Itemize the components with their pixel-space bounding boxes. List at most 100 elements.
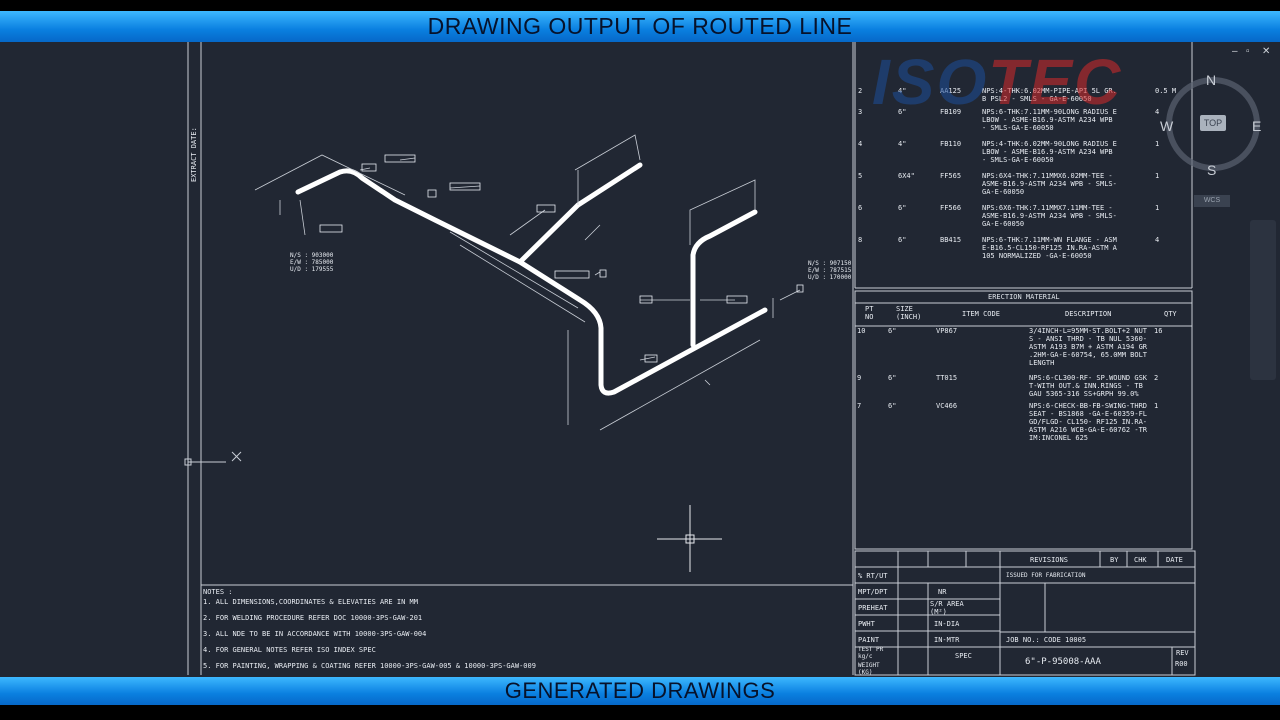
tb-line-no: 6"-P-95008-AAA [1025,657,1101,667]
erection-row-desc: NPS:6-CL300-RF- SP.WOUND GSK T-WITH OUT.… [1029,374,1148,398]
bom-row-desc: NPS:6-THK:7.11MM-90LONG RADIUS E LBOW - … [982,108,1117,132]
bom-row-size: 6" [898,204,907,212]
bom-row-pt: 3 [858,108,863,116]
tb-chk: CHK [1134,556,1147,564]
tb-mpt-dpt: MPT/DPT [858,588,888,596]
bom-row-pt: 4 [858,140,863,148]
bom-row-size: 6X4" [898,172,915,180]
compass-south[interactable]: S [1207,162,1217,178]
bom-row-qty: 1 [1155,140,1160,148]
bom-row-pt: 2 [858,87,863,95]
tb-paint: PAINT [858,636,880,644]
bottom-banner: GENERATED DRAWINGS [0,677,1280,705]
bom-row-qty: 1 [1155,204,1160,212]
tb-revisions: REVISIONS [1030,556,1068,564]
erection-row-desc: 3/4INCH-L=95MM-ST.BOLT+2 NUT S - ANSI TH… [1029,327,1148,367]
bom-row-qty: 4 [1155,236,1160,244]
erection-row-qty: 16 [1154,327,1163,335]
erection-row-code: TT015 [936,374,958,382]
close-icon[interactable]: ✕ [1262,46,1271,57]
erection-row-pt: 7 [857,402,862,410]
bom-row-size: 6" [898,108,907,116]
erection-row-pt: 10 [857,327,866,335]
erection-header-pt: PT NO [865,305,874,321]
ucs-icon [184,420,242,466]
bom-row-qty: 4 [1155,108,1160,116]
erection-header-desc: DESCRIPTION [1065,310,1112,318]
bom-row-size: 4" [898,140,907,148]
bom-row-qty: 1 [1155,172,1160,180]
tb-rev-val: R00 [1175,660,1188,668]
tb-paint-val: IN-MTR [934,636,960,644]
bom-row-code: AA125 [940,87,962,95]
bom-row-desc: NPS:6X4-THK:7.11MMX6.02MM-TEE - ASME-B16… [982,172,1117,196]
tb-spec: SPEC [955,652,972,660]
bom-row-pt: 8 [858,236,863,244]
erection-row-code: VC466 [936,402,958,410]
bottom-banner-title: GENERATED DRAWINGS [504,678,776,703]
note-item: 5. FOR PAINTING, WRAPPING & COATING REFE… [203,662,536,670]
minimize-icon[interactable]: – [1232,46,1238,57]
tb-test: TEST PR kg/c [858,646,884,660]
navigation-bar[interactable] [1250,220,1276,380]
coords-left: N/S : 903000 E/W : 785000 U/D : 179555 [290,252,334,273]
isotec-watermark-logo: ISOTEC [872,46,1123,118]
tb-preheat: PREHEAT [858,604,888,612]
bom-row-code: FB110 [940,140,962,148]
compass-east[interactable]: E [1252,118,1262,134]
erection-row-pt: 9 [857,374,862,382]
viewcube-top-face[interactable]: TOP [1200,115,1226,131]
tb-rev: REV [1176,649,1189,657]
tb-by: BY [1110,556,1119,564]
tb-weight: WEIGHT (KG) [858,662,880,676]
erection-header-qty: QTY [1164,310,1177,318]
bom-row-desc: NPS:6-THK:7.11MM-WN FLANGE - ASM E-B16.5… [982,236,1117,260]
note-item: 4. FOR GENERAL NOTES REFER ISO INDEX SPE… [203,646,376,654]
note-item: 2. FOR WELDING PROCEDURE REFER DOC 10000… [203,614,423,622]
compass-north[interactable]: N [1206,72,1217,88]
wcs-menu[interactable]: WCS [1194,195,1230,207]
pipe-route [295,162,768,396]
bom-row-desc: NPS:6X6-THK:7.11MMX7.11MM-TEE - ASME-B16… [982,204,1117,228]
bom-row-code: FB109 [940,108,962,116]
erection-header-code: ITEM CODE [962,310,1000,318]
tb-preheat-val: S/R AREA (M²) [930,600,964,616]
bom-row-size: 6" [898,236,907,244]
coords-right: N/S : 907150 E/W : 787515 U/D : 170000 [808,260,852,281]
erection-row-code: VP867 [936,327,958,335]
tb-issued: ISSUED FOR FABRICATION [1006,572,1086,579]
erection-row-size: 6" [888,327,897,335]
bom-row-pt: 5 [858,172,863,180]
top-banner-title: DRAWING OUTPUT OF ROUTED LINE [427,13,853,39]
note-item: 3. ALL NDE TO BE IN ACCORDANCE WITH 1000… [203,630,427,638]
top-banner: DRAWING OUTPUT OF ROUTED LINE [0,11,1280,42]
tb-pwht: PWHT [858,620,875,628]
tb-pwht-val: IN-DIA [934,620,960,628]
extract-date-label: EXTRACT DATE: [190,127,198,182]
bom-row-code: FF565 [940,172,962,180]
cad-drawing-area[interactable]: EXTRACT DATE: N/S : 903000 E/W : 785000 … [0,42,1280,677]
erection-row-size: 6" [888,402,897,410]
restore-icon[interactable]: ▫ [1246,46,1250,57]
dimension-lines [254,134,801,431]
bom-row-size: 4" [898,87,907,95]
erection-row-qty: 2 [1154,374,1159,382]
bom-row-code: BB415 [940,236,962,244]
note-item: 1. ALL DIMENSIONS,COORDINATES & ELEVATIE… [203,598,418,606]
tb-job-no: JOB NO.: CODE 10005 [1006,636,1087,644]
bom-row-code: FF566 [940,204,962,212]
erection-row-desc: NPS:6-CHECK-BB-FB-SWING-THRD SEAT - BS18… [1029,402,1148,442]
tb-mpt-val: NR [938,588,947,596]
erection-title: ERECTION MATERIAL [988,293,1060,301]
bom-row-desc: NPS:4-THK:6.02MM-PIPE-API 5L GR. B PSL2 … [982,87,1117,103]
erection-row-size: 6" [888,374,897,382]
erection-row-qty: 1 [1154,402,1159,410]
compass-west[interactable]: W [1160,118,1174,134]
erection-header-size: SIZE (INCH) [896,305,922,321]
tb-rt-ut: % RT/UT [858,572,888,580]
crosshair-cursor-icon [657,505,722,572]
bom-row-desc: NPS:4-THK:6.02MM-90LONG RADIUS E LBOW - … [982,140,1117,164]
bom-row-pt: 6 [858,204,863,212]
tb-date: DATE [1166,556,1183,564]
notes-title: NOTES : [203,588,233,596]
